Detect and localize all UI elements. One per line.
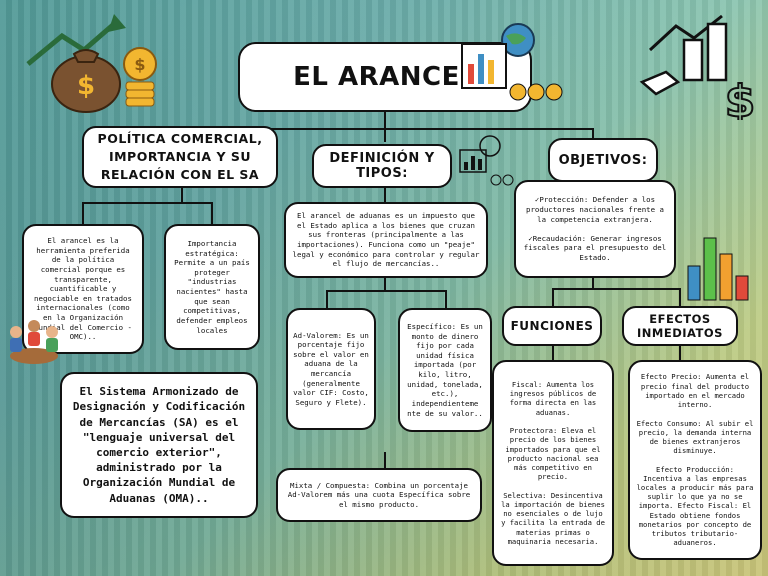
chart-icon: [461, 23, 563, 101]
money-bag-icon: $ $: [26, 14, 157, 113]
connector: [592, 128, 594, 138]
connector: [326, 290, 328, 308]
objetivos-header-text: OBJETIVOS:: [558, 152, 648, 168]
tipo-especifico: Específico: Es un monto de dinero fijo p…: [398, 308, 492, 432]
politica-box-herramienta: El arancel es la herramienta preferida d…: [22, 224, 144, 354]
connector: [445, 290, 447, 308]
politica-header-text: POLÍTICA COMERCIAL, IMPORTANCIA Y SU REL…: [97, 130, 263, 183]
globe-chart-icon: [459, 135, 514, 186]
politica-box-importancia: Importancia estratégica: Permite a un pa…: [164, 224, 260, 350]
connector: [679, 346, 681, 360]
funciones-header: FUNCIONES: [502, 306, 602, 346]
efectos-box: Efecto Precio: Aumenta el precio final d…: [628, 360, 762, 560]
connector: [181, 188, 183, 202]
funciones-box: Fiscal: Aumenta los ingresos públicos de…: [492, 360, 614, 566]
connector: [211, 202, 213, 224]
connector: [82, 202, 212, 204]
connector: [552, 346, 554, 360]
politica-box-herramienta-text: El arancel es la herramienta preferida d…: [34, 236, 132, 342]
connector: [384, 188, 386, 202]
bar-growth-icon: $: [639, 14, 756, 120]
politica-box-sa-text: El Sistema Armonizado de Designación y C…: [72, 385, 246, 505]
efectos-header: EFECTOS INMEDIATOS: [622, 306, 738, 346]
connector: [592, 278, 594, 288]
connector: [679, 288, 681, 306]
efectos-header-text: EFECTOS INMEDIATOS: [637, 312, 723, 340]
connector: [384, 452, 386, 468]
people-meeting-icon: [10, 320, 58, 364]
politica-header: POLÍTICA COMERCIAL, IMPORTANCIA Y SU REL…: [82, 126, 278, 188]
objetivos-header: OBJETIVOS:: [548, 138, 658, 182]
connector: [326, 290, 446, 292]
connector: [82, 202, 84, 224]
definicion-header-text: DEFINICIÓN Y TIPOS:: [329, 151, 435, 181]
svg-text:$: $: [77, 71, 95, 101]
connector: [552, 288, 554, 306]
efectos-box-text: Efecto Precio: Aumenta el precio final d…: [636, 372, 754, 548]
tipo-advalorem-text: Ad-Valorem: Es un porcentaje fijo sobre …: [293, 330, 369, 407]
connector: [384, 112, 386, 142]
politica-box-sa: El Sistema Armonizado de Designación y C…: [60, 372, 258, 518]
main-title-text: EL ARANCEL: [293, 62, 477, 92]
tipo-especifico-text: Específico: Es un monto de dinero fijo p…: [407, 321, 483, 418]
connector: [552, 288, 680, 290]
objetivos-main-text: ✓Protección: Defender a los productores …: [523, 195, 667, 263]
svg-text:$: $: [134, 55, 145, 74]
tipo-advalorem: Ad-Valorem: Es un porcentaje fijo sobre …: [286, 308, 376, 430]
definicion-main-text: El arancel de aduanas es un impuesto que…: [292, 211, 480, 269]
funciones-box-text: Fiscal: Aumenta los ingresos públicos de…: [501, 380, 605, 546]
definicion-main: El arancel de aduanas es un impuesto que…: [284, 202, 488, 278]
definicion-header: DEFINICIÓN Y TIPOS:: [312, 144, 452, 188]
politica-box-importancia-text: Importancia estratégica: Permite a un pa…: [174, 238, 250, 335]
tipo-mixta: Mixta / Compuesta: Combina un porcentaje…: [276, 468, 482, 522]
tipo-mixta-text: Mixta / Compuesta: Combina un porcentaje…: [287, 480, 471, 509]
bar-chart-color-icon: [687, 237, 749, 301]
objetivos-main: ✓Protección: Defender a los productores …: [514, 180, 676, 278]
connector: [384, 278, 386, 292]
funciones-header-text: FUNCIONES: [510, 319, 594, 333]
svg-text:$: $: [725, 76, 756, 120]
connector: [181, 128, 592, 130]
